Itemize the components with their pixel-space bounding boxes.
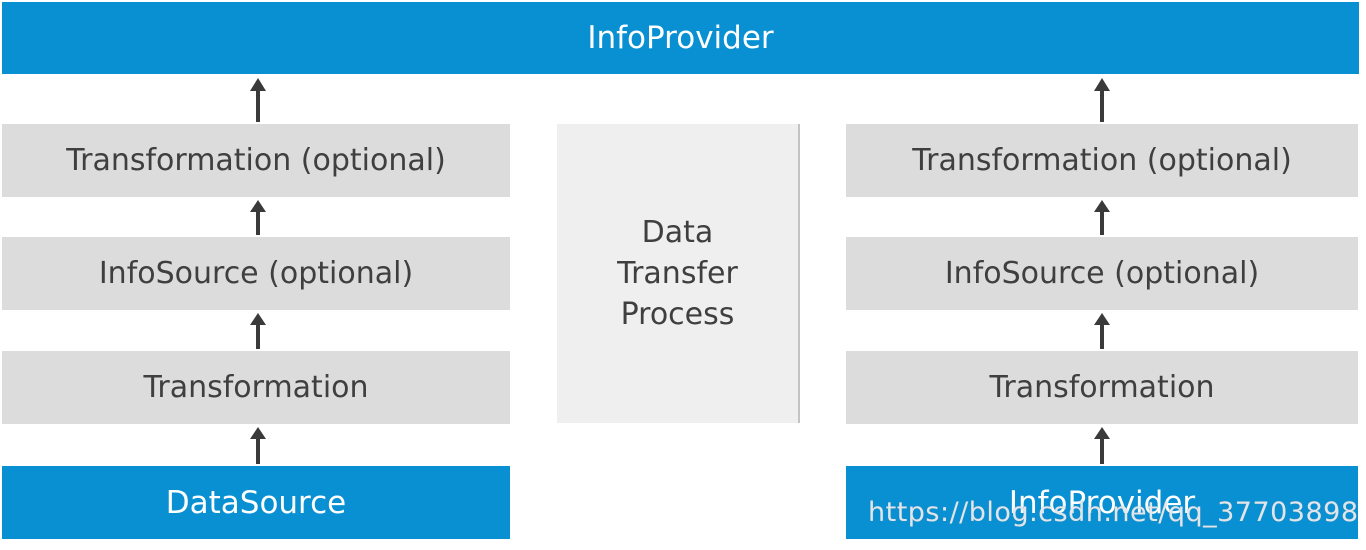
up-arrow-icon	[1094, 200, 1110, 235]
left-transformation-optional-label: Transformation (optional)	[66, 143, 446, 178]
data-transfer-process-box: Data Transfer Process	[557, 124, 800, 423]
up-arrow-icon	[1094, 78, 1110, 122]
up-arrow-icon	[250, 427, 266, 464]
right-transformation-optional-label: Transformation (optional)	[912, 143, 1292, 178]
right-infosource-optional-box: InfoSource (optional)	[846, 237, 1358, 310]
left-datasource-label: DataSource	[165, 484, 347, 521]
up-arrow-icon	[1094, 427, 1110, 464]
left-infosource-optional-box: InfoSource (optional)	[2, 237, 510, 310]
right-transformation-label: Transformation	[989, 370, 1215, 405]
right-infoprovider-box: InfoProvider	[846, 466, 1358, 539]
right-transformation-box: Transformation	[846, 351, 1358, 424]
watermark-text: https://blog.csdn.net/qq_37703898	[868, 497, 1359, 528]
dtp-line-3: Process	[620, 297, 735, 332]
up-arrow-icon	[250, 78, 266, 122]
left-transformation-box: Transformation	[2, 351, 510, 424]
dtp-line-2: Transfer	[617, 256, 738, 291]
left-datasource-box: DataSource	[2, 466, 510, 539]
up-arrow-icon	[1094, 313, 1110, 349]
left-infosource-optional-label: InfoSource (optional)	[98, 256, 414, 291]
top-infoprovider-label: InfoProvider	[587, 20, 774, 56]
left-transformation-optional-box: Transformation (optional)	[2, 124, 510, 197]
top-infoprovider-box: InfoProvider	[2, 2, 1359, 74]
up-arrow-icon	[250, 200, 266, 235]
right-infoprovider-label: InfoProvider	[1008, 484, 1196, 521]
up-arrow-icon	[250, 313, 266, 349]
left-transformation-label: Transformation	[143, 370, 369, 405]
right-transformation-optional-box: Transformation (optional)	[846, 124, 1358, 197]
dtp-line-1: Data	[641, 215, 714, 250]
right-infosource-optional-label: InfoSource (optional)	[944, 256, 1260, 291]
